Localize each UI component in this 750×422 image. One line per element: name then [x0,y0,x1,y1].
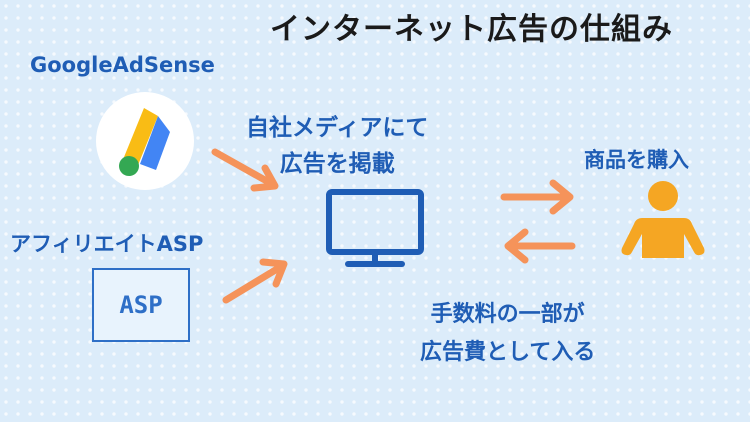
google-adsense-label: GoogleAdSense [30,53,215,77]
person-icon [621,181,705,258]
arrow-asp-to-media [222,258,288,304]
fee-label-line2: 広告費として入る [420,340,596,365]
fee-label: 手数料の一部が 広告費として入る [420,296,595,372]
purchase-label: 商品を購入 [584,148,689,172]
media-label-line1: 自社メディアにて [246,115,429,141]
arrow-media-to-customer [500,179,574,215]
fee-label-line1: 手数料の一部が [430,302,585,327]
asp-box: ASP [92,268,190,342]
page-title: インターネット広告の仕組み [270,12,673,47]
media-label: 自社メディアにて 広告を掲載 [246,110,428,182]
arrow-customer-to-media [504,228,576,264]
monitor-icon [326,189,424,267]
arrow-adsense-to-media [211,148,279,192]
google-adsense-logo-icon [96,92,194,190]
affiliate-asp-label: アフィリエイトASP [10,232,204,256]
media-label-line2: 広告を掲載 [279,151,395,177]
asp-box-text: ASP [119,291,163,319]
